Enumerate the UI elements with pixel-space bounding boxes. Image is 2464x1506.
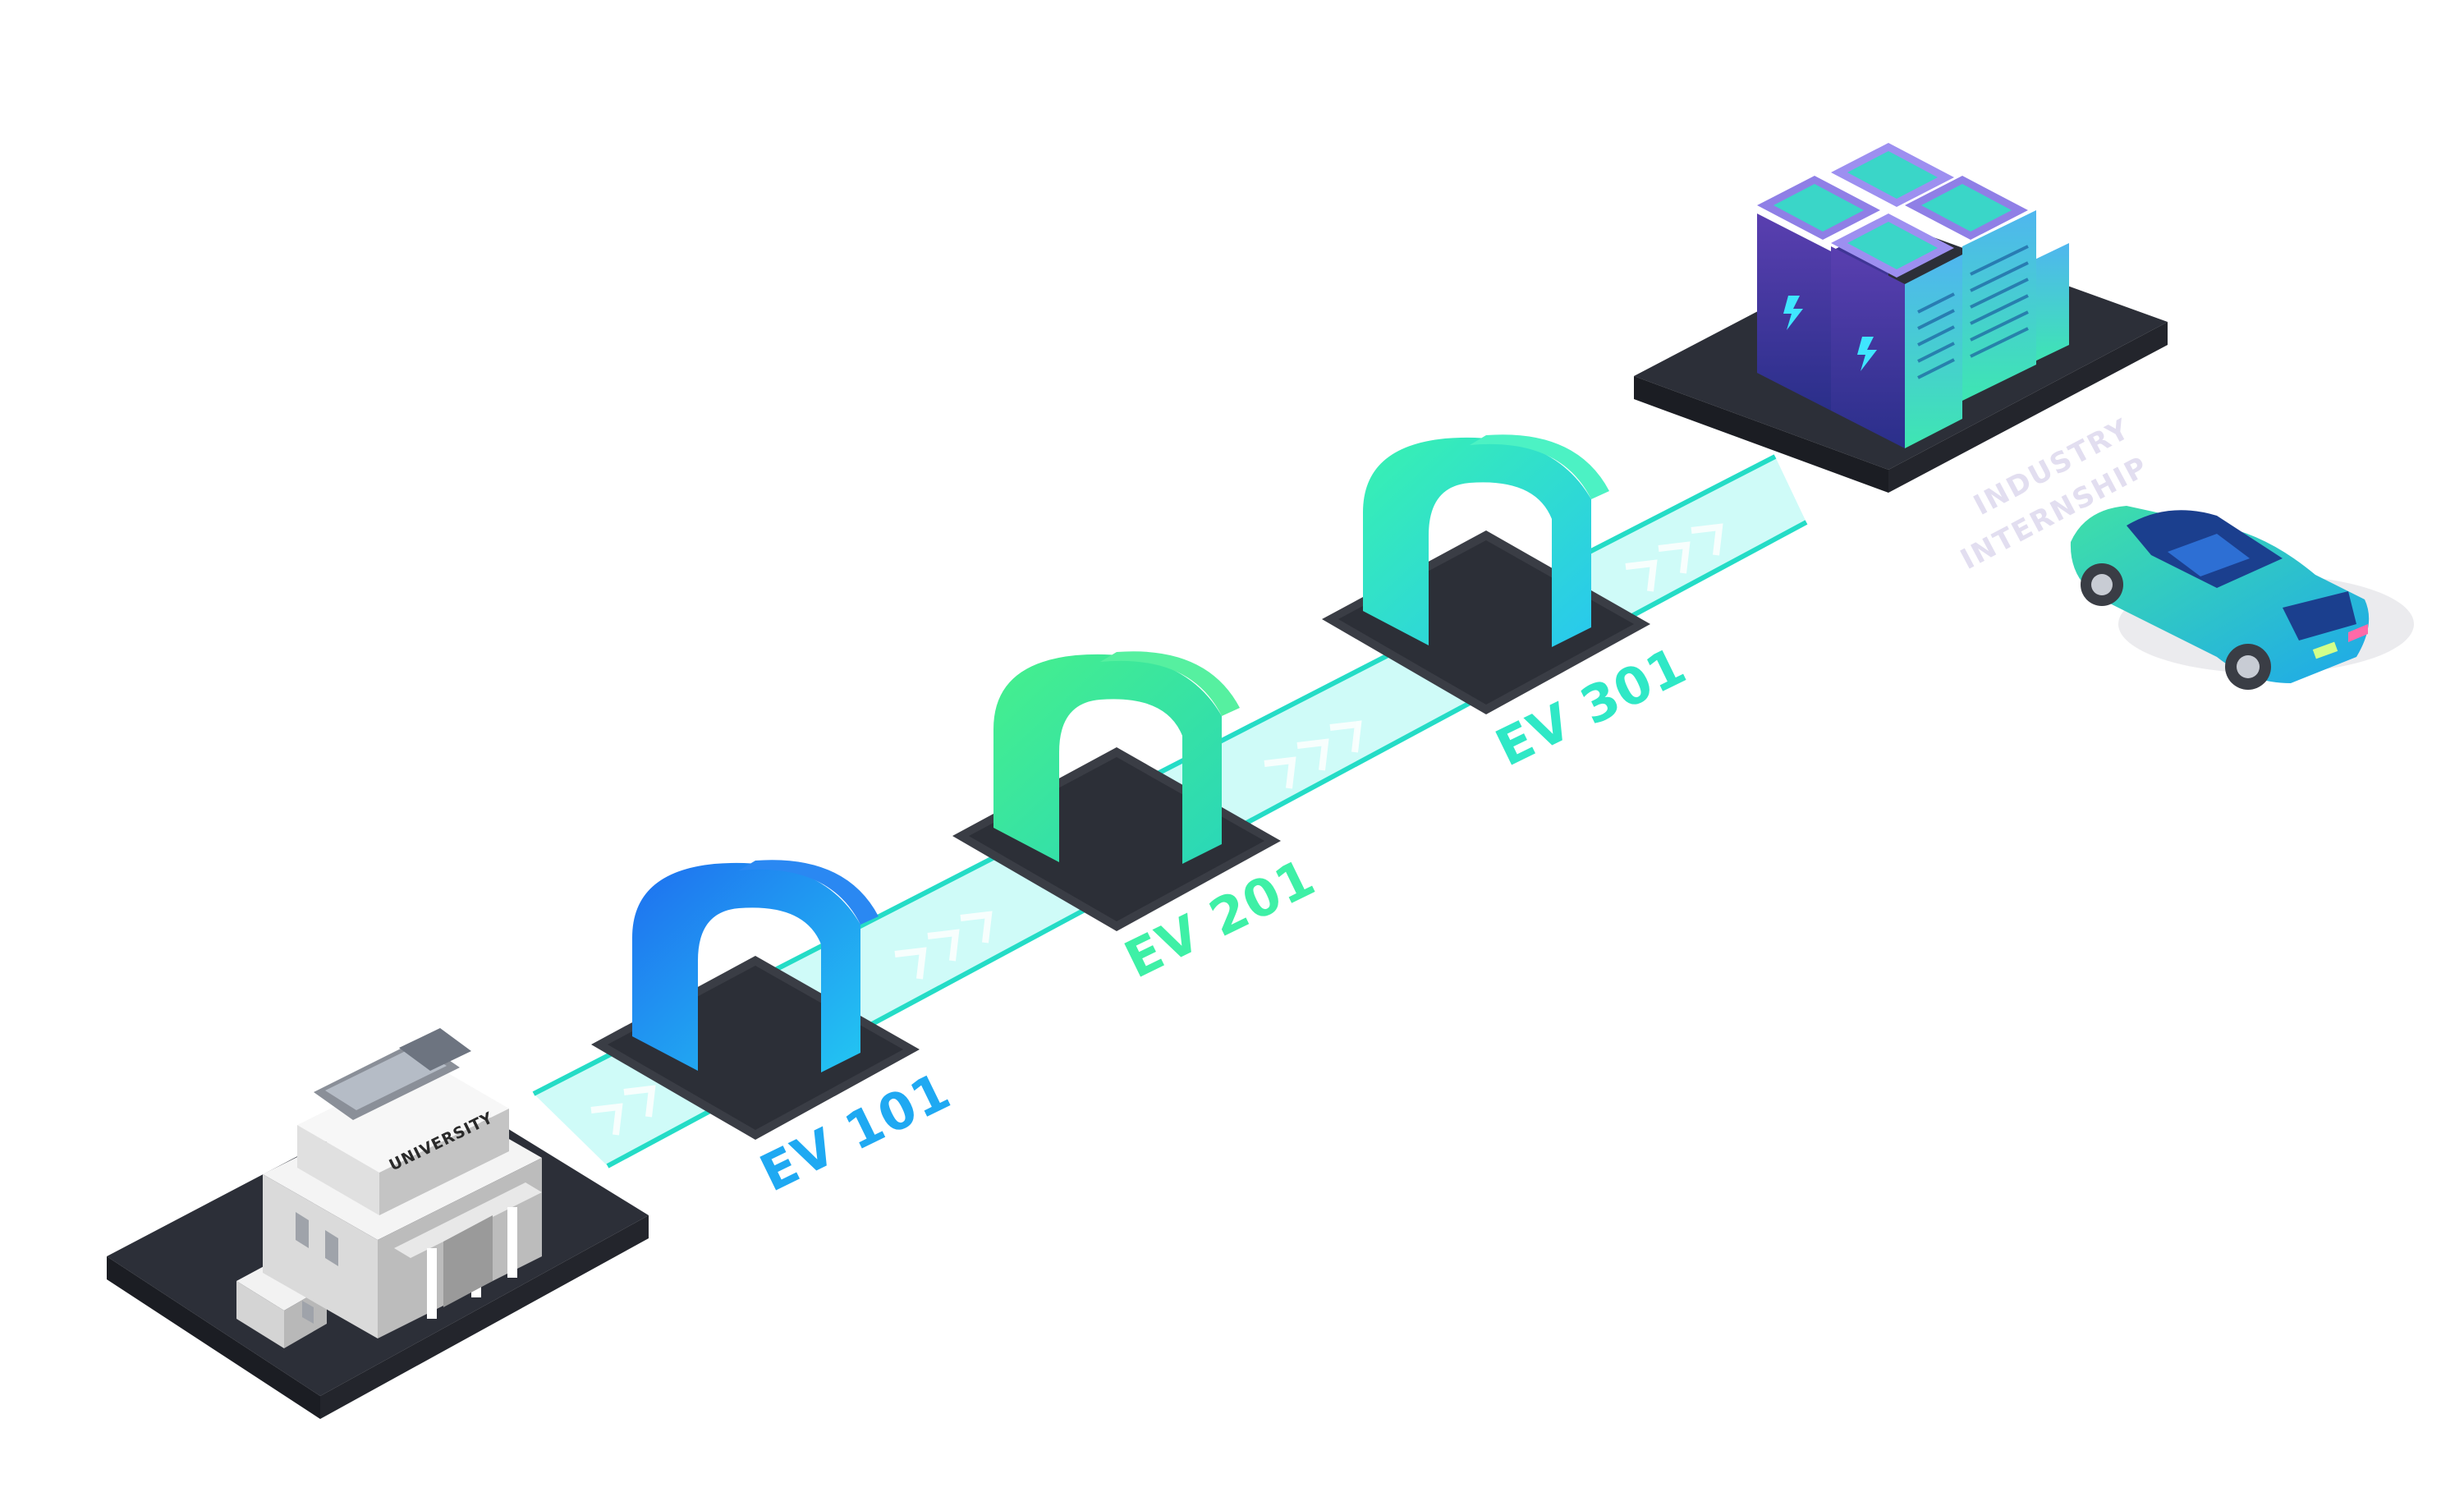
server-rack-icon [1757, 143, 2069, 448]
arch-ev101-icon [632, 860, 879, 1072]
track-chevrons [590, 523, 1723, 1136]
university-building-icon [236, 1028, 542, 1348]
arch-ev301-icon [1363, 434, 1609, 647]
start-platform: UNIVERSITY [107, 1028, 649, 1419]
electric-car-icon [2070, 506, 2414, 690]
arch-ev201-icon [993, 651, 1240, 864]
stage-ev101: EV 101 [591, 860, 960, 1203]
